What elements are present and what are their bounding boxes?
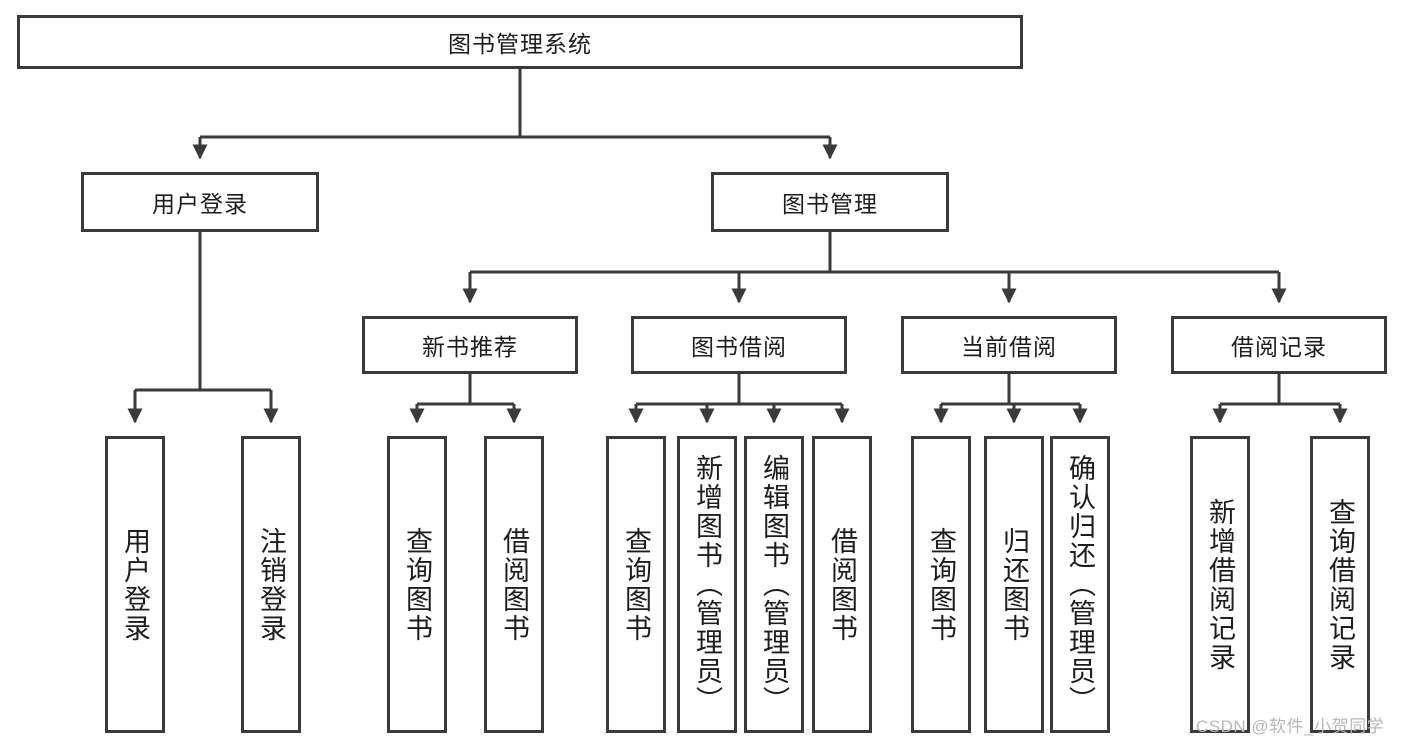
node-book-borrow[interactable]: 图书借阅 (631, 316, 847, 374)
node-user-login-label: 用户登录 (152, 191, 248, 217)
node-leaf-query-book-3[interactable]: 查询图书 (911, 436, 971, 733)
node-leaf-borrow-book-1-label: 借阅图书 (499, 526, 530, 643)
node-new-book-recommend[interactable]: 新书推荐 (362, 316, 578, 374)
node-borrow-record[interactable]: 借阅记录 (1171, 316, 1387, 374)
node-root[interactable]: 图书管理系统 (17, 15, 1023, 69)
node-leaf-add-borrow-record-label: 新增借阅记录 (1205, 497, 1236, 672)
node-leaf-add-borrow-record[interactable]: 新增借阅记录 (1190, 436, 1250, 733)
node-current-borrow-label: 当前借阅 (961, 334, 1057, 360)
node-leaf-query-borrow-record[interactable]: 查询借阅记录 (1310, 436, 1370, 733)
csdn-watermark: CSDN @软件_小贺同学 (1196, 717, 1385, 736)
node-book-borrow-label: 图书借阅 (691, 334, 787, 360)
node-leaf-query-book-1-label: 查询图书 (402, 526, 433, 643)
node-leaf-edit-book-admin[interactable]: 编辑图书（管理员） (744, 436, 804, 733)
node-user-login[interactable]: 用户登录 (81, 172, 319, 232)
node-leaf-query-book-1[interactable]: 查询图书 (387, 436, 447, 733)
node-book-management-label: 图书管理 (782, 191, 878, 217)
node-leaf-borrow-book-1[interactable]: 借阅图书 (484, 436, 544, 733)
node-leaf-logout-label: 注销登录 (256, 526, 287, 643)
node-leaf-borrow-book-2-label: 借阅图书 (827, 526, 858, 643)
node-leaf-logout[interactable]: 注销登录 (241, 436, 301, 733)
node-leaf-user-login-label: 用户登录 (120, 526, 151, 643)
node-leaf-add-book-admin-label: 新增图书（管理员） (692, 454, 723, 715)
node-leaf-confirm-return-admin-label: 确认归还（管理员） (1065, 454, 1096, 715)
node-borrow-record-label: 借阅记录 (1231, 334, 1327, 360)
node-leaf-query-borrow-record-label: 查询借阅记录 (1325, 497, 1356, 672)
node-book-management[interactable]: 图书管理 (711, 172, 949, 232)
node-leaf-return-book[interactable]: 归还图书 (984, 436, 1044, 733)
node-leaf-confirm-return-admin[interactable]: 确认归还（管理员） (1050, 436, 1110, 733)
node-leaf-user-login[interactable]: 用户登录 (105, 436, 165, 733)
node-leaf-add-book-admin[interactable]: 新增图书（管理员） (677, 436, 737, 733)
node-root-label: 图书管理系统 (448, 31, 592, 57)
node-leaf-query-book-2-label: 查询图书 (621, 526, 652, 643)
node-leaf-borrow-book-2[interactable]: 借阅图书 (812, 436, 872, 733)
node-leaf-query-book-3-label: 查询图书 (926, 526, 957, 643)
node-leaf-edit-book-admin-label: 编辑图书（管理员） (759, 454, 790, 715)
node-leaf-query-book-2[interactable]: 查询图书 (606, 436, 666, 733)
node-new-book-recommend-label: 新书推荐 (422, 334, 518, 360)
node-current-borrow[interactable]: 当前借阅 (901, 316, 1117, 374)
node-leaf-return-book-label: 归还图书 (999, 526, 1030, 643)
